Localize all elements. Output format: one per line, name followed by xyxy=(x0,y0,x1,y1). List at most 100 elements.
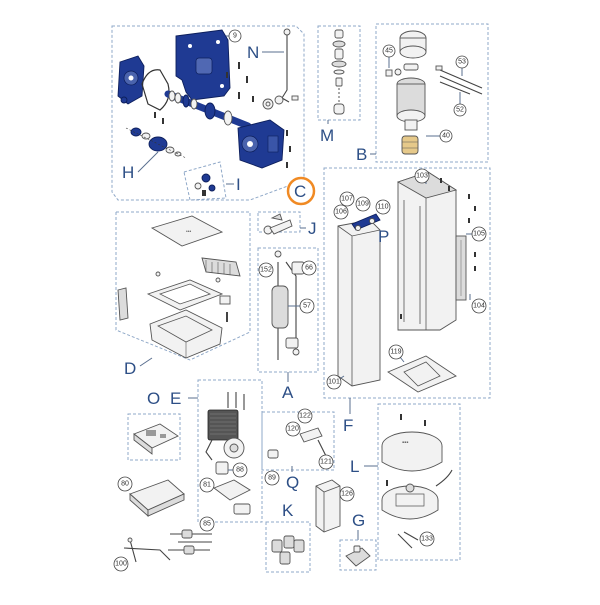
part-n-rod xyxy=(281,32,290,103)
partnum-126: 126 xyxy=(341,491,353,498)
partnum-81: 81 xyxy=(203,482,211,489)
group-f-outline xyxy=(323,167,491,399)
partnum-57-circle xyxy=(299,298,315,314)
partnum-45: 45 xyxy=(385,48,393,55)
group-label-c[interactable]: C xyxy=(294,182,306,201)
leader-d xyxy=(139,357,153,367)
part-b-cables xyxy=(435,65,483,95)
part-l-lamp-base xyxy=(381,483,439,520)
part-80-base xyxy=(129,479,185,518)
part-d-frame xyxy=(146,279,231,311)
partnum-89-circle xyxy=(264,470,280,486)
part-p-bracket xyxy=(351,213,381,231)
partnum-110: 110 xyxy=(377,204,388,211)
part-l-cable xyxy=(397,469,453,549)
partnum-152: 152 xyxy=(260,267,272,274)
part-d-small-bits xyxy=(155,271,228,322)
group-l-outline xyxy=(377,403,461,561)
partnum-66: 66 xyxy=(305,265,313,272)
part-a-wiring xyxy=(271,250,305,360)
partnum-52-circle xyxy=(453,103,467,117)
part-100-wire xyxy=(123,537,171,563)
partnum-66-circle xyxy=(301,260,317,276)
part-o-board xyxy=(133,423,179,455)
partnum-103: 103 xyxy=(416,173,428,180)
part-i-hardware xyxy=(183,161,227,201)
group-label-m: M xyxy=(320,126,334,145)
part-e-transformer xyxy=(205,392,245,461)
partnum-104-circle xyxy=(471,298,487,314)
part-b-clip xyxy=(385,68,402,77)
group-label-f: F xyxy=(343,416,353,435)
partnum-104: 104 xyxy=(473,303,485,310)
partnum-45-circle xyxy=(382,44,396,58)
partnum-80-circle xyxy=(117,476,133,492)
partnum-119-circle xyxy=(388,344,404,360)
group-b-outline xyxy=(375,23,489,163)
part-d-side-piece xyxy=(201,257,241,277)
partnum-106: 106 xyxy=(335,209,347,216)
partnum-133: 133 xyxy=(421,536,433,543)
group-label-q: Q xyxy=(286,473,299,492)
part-f-screws xyxy=(400,178,476,319)
partnum-52: 52 xyxy=(456,107,464,114)
partnum-57: 57 xyxy=(303,303,311,310)
partnum-126-circle xyxy=(339,486,355,502)
partnum-109: 109 xyxy=(357,201,369,208)
group-a-outline xyxy=(257,247,319,373)
partnum-105-circle xyxy=(471,226,487,242)
partnum-121: 121 xyxy=(320,459,332,466)
part-n-rod-end xyxy=(283,28,291,36)
partnum-9: 9 xyxy=(233,33,237,40)
part-h-gear-set xyxy=(125,127,187,159)
partnum-80: 80 xyxy=(121,481,129,488)
group-label-e: E xyxy=(170,389,181,408)
group-label-g: G xyxy=(352,511,365,530)
group-d-outline xyxy=(115,211,251,361)
lamp-marking: ▪▪▪ xyxy=(402,440,408,446)
partnum-9-circle xyxy=(228,29,242,43)
part-side-plate xyxy=(117,55,145,105)
group-m-outline xyxy=(317,25,361,121)
partnum-122-circle xyxy=(297,408,313,424)
highlight-ring-c[interactable] xyxy=(286,176,316,206)
group-label-n: N xyxy=(247,43,259,62)
partnum-120: 120 xyxy=(287,426,299,433)
part-n-small-bits xyxy=(262,95,299,110)
part-k-buttons xyxy=(271,535,305,565)
part-f-cabinet xyxy=(396,171,458,331)
part-shaft-washers xyxy=(164,90,252,130)
part-f-side-strip xyxy=(455,235,467,301)
group-label-d: D xyxy=(124,359,136,378)
group-label-k: K xyxy=(282,501,294,520)
part-e-88 xyxy=(215,461,229,475)
group-label-i: I xyxy=(236,175,241,194)
part-gasket xyxy=(141,69,170,111)
cover-marking-dots: ••• xyxy=(186,229,192,235)
group-label-j: J xyxy=(308,219,317,238)
group-label-b: B xyxy=(356,145,367,164)
group-label-l: L xyxy=(350,457,359,476)
partnum-100: 100 xyxy=(115,561,127,568)
group-e-outline xyxy=(197,379,263,523)
part-screws xyxy=(154,62,291,168)
partnum-109-circle xyxy=(355,196,371,212)
partnum-40-circle xyxy=(439,129,453,143)
partnum-106-circle xyxy=(333,204,349,220)
part-j-handle xyxy=(263,213,293,235)
leader-h xyxy=(137,151,159,173)
part-f-base-plate-119 xyxy=(387,355,457,393)
partnum-120-circle xyxy=(285,421,301,437)
partnum-103-circle xyxy=(414,168,430,184)
group-j-outline xyxy=(257,211,301,233)
partnum-122: 122 xyxy=(299,413,311,420)
partnum-53: 53 xyxy=(458,59,466,66)
part-f-cover-101 xyxy=(337,219,381,387)
part-m-column xyxy=(331,29,347,115)
part-q-switch xyxy=(267,427,327,459)
part-126-post xyxy=(315,479,341,533)
partnum-121-circle xyxy=(318,454,334,470)
partnum-100-circle xyxy=(113,556,129,572)
